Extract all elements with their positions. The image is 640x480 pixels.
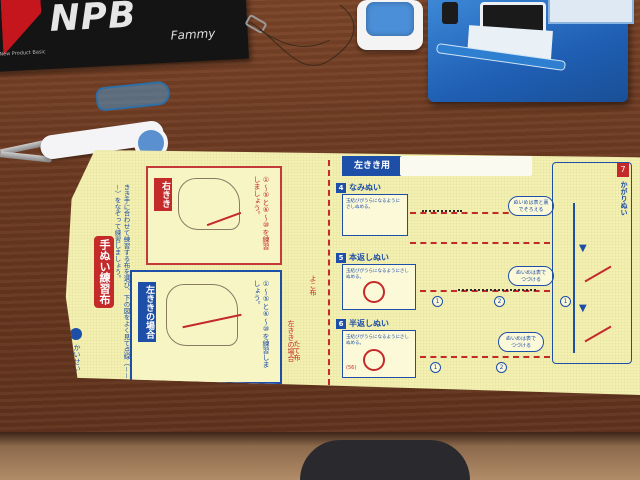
stamp-pad <box>357 0 423 50</box>
dash-label-1: よこ布 <box>309 275 317 296</box>
box-brand: NPB <box>48 0 138 40</box>
right-handed-tag: 右きき <box>154 178 172 211</box>
hand-illustration <box>178 178 240 230</box>
sheet-side-text: きき手に合わせて練習する布を選び、下の図をよく見て点線（－－－）をなぞって練習し… <box>113 184 130 379</box>
row-number-5: 5 <box>336 253 346 263</box>
row-5-stitch-guide <box>420 290 550 292</box>
logo-icon <box>70 328 82 340</box>
practice-fabric: 手ぬい練習布 きき手に合わせて練習する布を選び、下の図をよく見て点線（－－－）を… <box>65 150 640 395</box>
row-6-diagram: 玉結びがうらになるようにさしぬめる。 (56) <box>342 330 416 378</box>
case-knob <box>442 2 458 24</box>
header-left-handed: 左きき用 <box>342 156 402 176</box>
row-5-label: 玉結びがうらになるようにさしぬめる。 <box>346 269 409 280</box>
row-4-diagram: 玉結びがうらになるようにさしぬめる。 <box>342 194 408 236</box>
row-4-bubble: ぬいめは表と裏でそろえる <box>508 196 554 216</box>
box-tagline: New Product Basic <box>0 49 46 58</box>
row-code: (56) <box>346 365 357 371</box>
row-5-diagram: 玉結びがうらになるようにさしぬめる。 <box>342 264 416 310</box>
row-4-sewn-stitches <box>422 210 462 212</box>
header-blank <box>400 156 532 176</box>
needle-loop-icon <box>363 281 385 303</box>
right-handed-text: ①〜⑤と⑥〜⑩を練習しましょう。 <box>253 176 270 250</box>
left-handed-text: ①〜⑤と⑥〜⑩を練習しましょう。 <box>253 280 270 368</box>
panel-left-handed: 左ききの場合 ①〜⑤と⑥〜⑩を練習しましょう。 <box>130 270 282 384</box>
row-6-label: 玉結びがうらになるようにさしぬめる。 <box>346 335 409 346</box>
row-5-mark-3: 1 <box>560 296 571 307</box>
hand-illustration-left <box>166 284 238 346</box>
row-4-stitch-guide <box>410 212 550 214</box>
center-cut-line <box>328 160 330 385</box>
row-number-4: 4 <box>336 183 346 193</box>
stamp-pad-top <box>366 2 414 36</box>
case-lid <box>548 0 634 24</box>
needle-loop-icon-2 <box>363 349 385 371</box>
row-5-bubble: ぬいめは表で つづける <box>508 266 554 286</box>
row-4-label: 玉結びがうらになるようにさしぬめる。 <box>346 199 400 210</box>
row-6-mark-2: 2 <box>496 362 507 373</box>
sewing-case <box>428 0 634 102</box>
left-handed-tag: 左ききの場合 <box>138 282 156 342</box>
row-6-mark-1: 1 <box>430 362 441 373</box>
row-6-stitch-guide <box>420 356 550 358</box>
row-number-6: 6 <box>336 319 346 329</box>
panel-overcast-stitch: 7 かがりぬい ▼ ▼ <box>552 162 632 364</box>
box-mark: Fammy <box>170 26 216 43</box>
sheet-title: 手ぬい練習布 <box>94 236 114 308</box>
arrow-label: 左ききの場合 <box>287 320 295 362</box>
arrow-down-icon: ▼ <box>579 243 587 254</box>
row-5-mark-1: 1 <box>432 296 443 307</box>
panel-right-handed: 右きき ①〜⑤と⑥〜⑩を練習しましょう。 <box>146 166 282 265</box>
badge-small: かいせい <box>73 344 81 372</box>
row-6-bubble: ぬいめは表で つづける <box>498 332 544 352</box>
row-number-7: 7 <box>617 163 629 177</box>
floor-object <box>300 440 470 480</box>
row-5-mark-2: 2 <box>494 296 505 307</box>
dash-label-2: たて布 <box>293 340 301 361</box>
overcast-title: かがりぬい <box>620 181 628 216</box>
arrow-down-icon-2: ▼ <box>579 303 587 314</box>
row-4-lower-guide <box>410 242 550 244</box>
row-5-sewn-stitches <box>458 289 536 291</box>
box-red-stripe <box>0 0 43 55</box>
loose-thread <box>249 4 355 66</box>
